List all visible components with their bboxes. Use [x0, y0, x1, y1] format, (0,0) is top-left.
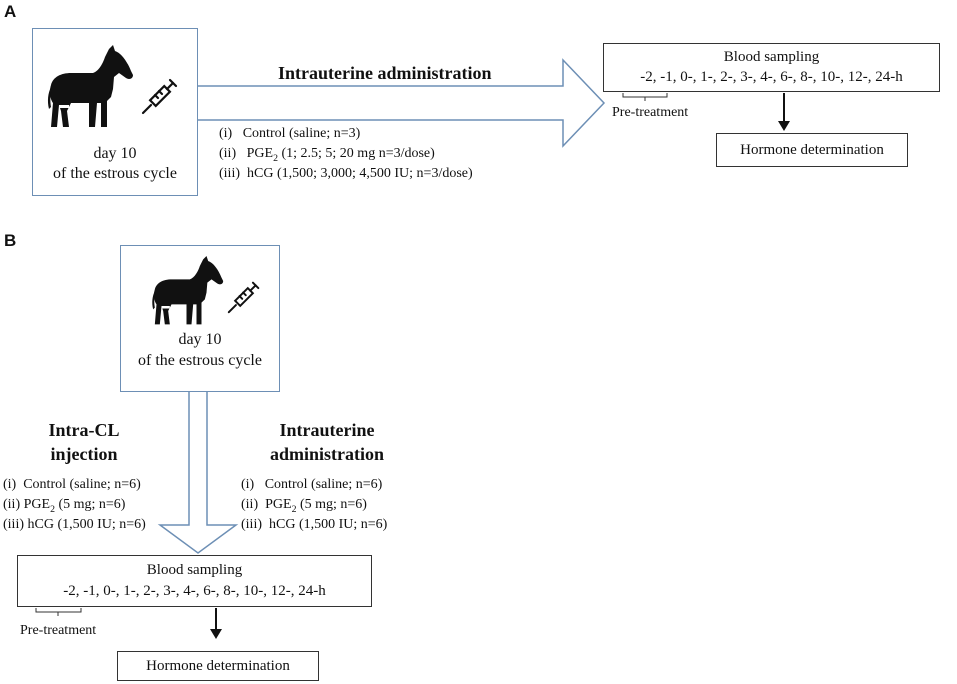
treatment-item: (ii) PGE2 (5 mg; n=6) — [241, 497, 426, 517]
treatment-text: Control (saline; n=6) — [23, 477, 141, 492]
treatment-text: (5 mg; n=6) — [54, 497, 126, 512]
panel-a-day-label: day 10 — [93, 145, 137, 162]
panel-b-hormone-box: Hormone determination — [117, 651, 319, 681]
right-title-line1: Intrauterine — [279, 420, 375, 440]
treatment-drug: PGE — [246, 146, 274, 161]
treatment-drug: PGE — [265, 497, 292, 512]
treatment-item: (ii) PGE2 (1; 2.5; 5; 20 mg n=3/dose) — [219, 146, 559, 166]
treatment-text: (5 mg; n=6) — [296, 497, 367, 512]
panel-b-left-treatment-list: (i) Control (saline; n=6) (ii) PGE2 (5 m… — [3, 477, 188, 537]
panel-b-mare-box: day 10 of the estrous cycle — [120, 245, 280, 392]
left-title-line2: injection — [50, 444, 118, 464]
treatment-text: hCG (1,500 IU; n=6) — [269, 517, 388, 532]
treatment-text: (1; 2.5; 5; 20 mg n=3/dose) — [277, 146, 435, 161]
treatment-item: (iii) hCG (1,500; 3,000; 4,500 IU; n=3/d… — [219, 166, 559, 186]
blood-times: -2, -1, 0-, 1-, 2-, 3-, 4-, 6-, 8-, 10-,… — [640, 69, 903, 85]
panel-b-right-title: Intrauterine administration — [254, 418, 400, 466]
panel-a-pretreatment: Pre-treatment — [612, 105, 689, 120]
panel-b-pretreatment: Pre-treatment — [20, 623, 97, 638]
down-arrow-icon — [778, 121, 790, 131]
treatment-sub: 2 — [273, 152, 278, 164]
right-title-line2: administration — [269, 444, 384, 464]
hormone-label: Hormone determination — [740, 142, 884, 158]
panel-a-treatment-list: (i) Control (saline; n=3) (ii) PGE2 (1; … — [219, 126, 559, 186]
treatment-item: (iii) hCG (1,500 IU; n=6) — [3, 517, 188, 537]
treatment-item: (ii) PGE2 (5 mg; n=6) — [3, 497, 188, 517]
hormone-label: Hormone determination — [146, 658, 290, 674]
treatment-item: (i) Control (saline; n=6) — [241, 477, 426, 497]
treatment-text: hCG (1,500 IU; n=6) — [27, 517, 146, 532]
treatment-num: (i) — [219, 126, 233, 141]
treatment-text: hCG (1,500; 3,000; 4,500 IU; n=3/dose) — [247, 166, 473, 181]
panel-b-cycle-label: of the estrous cycle — [138, 352, 262, 369]
treatment-sub: 2 — [291, 503, 297, 515]
treatment-num: (ii) — [219, 146, 237, 161]
treatment-text: Control (saline; n=3) — [242, 126, 361, 141]
treatment-num: (iii) — [3, 517, 24, 532]
panel-a-cycle-label: of the estrous cycle — [53, 165, 177, 182]
treatment-item: (i) Control (saline; n=6) — [3, 477, 188, 497]
panel-a-blood-box: Blood sampling -2, -1, 0-, 1-, 2-, 3-, 4… — [603, 43, 940, 92]
treatment-item: (iii) hCG (1,500 IU; n=6) — [241, 517, 426, 537]
blood-times: -2, -1, 0-, 1-, 2-, 3-, 4-, 6-, 8-, 10-,… — [63, 583, 326, 599]
panel-a-hormone-box: Hormone determination — [716, 133, 908, 167]
treatment-drug: PGE — [23, 497, 51, 512]
panel-a-mare-box: day 10 of the estrous cycle — [32, 28, 198, 196]
panel-a-arrow-title: Intrauterine administration — [278, 63, 492, 83]
treatment-num: (i) — [241, 477, 255, 492]
panel-b-left-title: Intra-CL injection — [24, 418, 144, 466]
treatment-num: (i) — [3, 477, 17, 492]
treatment-text: Control (saline; n=6) — [264, 477, 383, 492]
treatment-num: (iii) — [219, 166, 240, 181]
panel-b-day-label: day 10 — [178, 331, 222, 348]
syringe-icon — [227, 281, 260, 314]
down-arrow-icon — [210, 629, 222, 639]
blood-title: Blood sampling — [723, 49, 820, 65]
panel-b-blood-box: Blood sampling -2, -1, 0-, 1-, 2-, 3-, 4… — [17, 555, 372, 607]
horse-icon — [152, 256, 224, 325]
panel-a-label: A — [4, 2, 17, 21]
treatment-sub: 2 — [50, 503, 55, 515]
left-title-line1: Intra-CL — [48, 420, 120, 440]
blood-title: Blood sampling — [146, 562, 243, 578]
treatment-num: (ii) — [241, 497, 259, 512]
treatment-num: (ii) — [3, 497, 21, 512]
horse-icon — [47, 45, 133, 127]
panel-b-right-treatment-list: (i) Control (saline; n=6) (ii) PGE2 (5 m… — [241, 477, 426, 537]
panel-b-label: B — [4, 231, 17, 250]
treatment-num: (iii) — [241, 517, 262, 532]
syringe-icon — [141, 78, 178, 115]
treatment-item: (i) Control (saline; n=3) — [219, 126, 559, 146]
